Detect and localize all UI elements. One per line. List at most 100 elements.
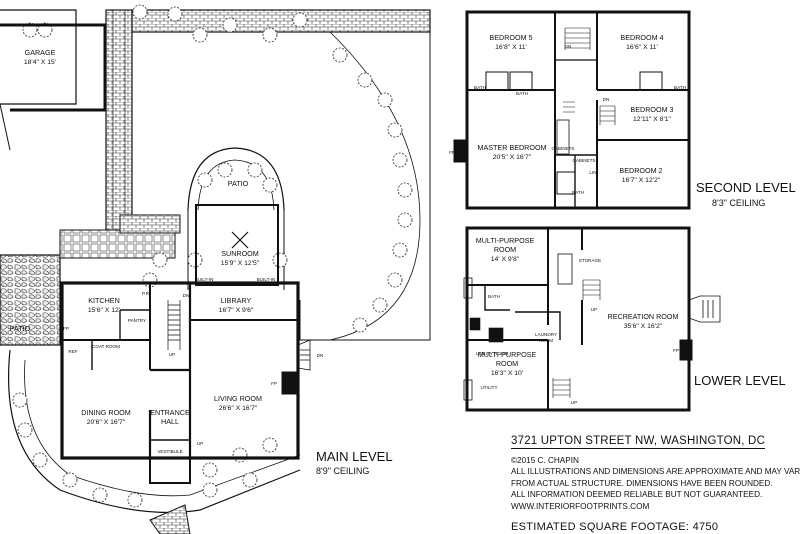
second-level-title: SECOND LEVEL [696,180,796,195]
room-dims: 12'11" X 8'1" [633,116,671,123]
room-name: MASTER BEDROOM [477,143,546,152]
shrub-icon [262,177,278,193]
main-level-ceiling: 8'9" CEILING [316,466,369,476]
room-dims: 18'4" X 15' [24,59,56,66]
shrub-icon [62,472,78,488]
shrub-icon [152,252,168,268]
shrub-icon [262,437,278,453]
shrub-icon [392,152,408,168]
shrub-icon [377,92,393,108]
small-label: ROOM [539,338,553,343]
shrub-icon [372,297,388,313]
shrub-icon [127,492,143,508]
room-name: PATIO [10,324,31,333]
room-name-line2: ROOM [496,359,518,368]
room-name: BEDROOM 4 [620,33,663,42]
small-label: P.R. [142,291,150,296]
room-dims: 20'5" X 16'7" [493,154,532,161]
shrub-icon [272,252,288,268]
small-label: COAT ROOM [92,344,120,349]
shrub-icon [387,272,403,288]
shrub-icon [332,47,348,63]
shrub-icon [397,182,413,198]
room-name: BEDROOM 2 [619,166,662,175]
small-label: UP [571,400,577,405]
shrub-icon [202,482,218,498]
room-dims: 16'7" X 12'2" [622,177,661,184]
room-dims: 20'6" X 16'7" [87,419,126,426]
small-label: UP [591,307,597,312]
small-label: REF [68,349,77,354]
shrub-icon [17,422,33,438]
room-dims: 26'6" X 16'7" [219,405,258,412]
website-text: WWW.INTERIORFOOTPRINTS.COM [511,501,650,511]
room-dims: 16'8" X 11' [495,44,527,51]
room-name: GARAGE [25,48,56,57]
disclaimer-line: FROM ACTUAL STRUCTURE. DIMENSIONS HAVE B… [511,478,773,488]
room-name: BEDROOM 5 [489,33,532,42]
shrub-icon [247,162,263,178]
small-label: BUILT-IN [195,277,214,282]
small-label: CABINETS [552,146,575,151]
room-dims: 15'6" X 12' [88,307,120,314]
main-level-walls [0,23,311,484]
room-name: RECREATION ROOM [608,312,679,321]
small-label: FP [271,381,277,386]
room-name: SUNROOM [221,249,259,258]
small-label: FP [63,326,69,331]
room-dims: HALL [161,417,179,426]
square-footage: ESTIMATED SQUARE FOOTAGE: 4750 [511,521,719,534]
small-label: DN [183,293,190,298]
room-name: MULTI-PURPOSE [478,350,537,359]
room-name: MULTI-PURPOSE [476,236,535,245]
shrub-icon [222,17,238,33]
shrub-icon [92,487,108,503]
small-label: LAUNDRY [535,332,557,337]
disclaimer-line: ALL ILLUSTRATIONS AND DIMENSIONS ARE APP… [511,467,800,477]
room-dims: 16'7" X 9'6" [219,307,254,314]
shrub-icon [242,472,258,488]
small-label: BUILT-IN [257,277,276,282]
room-name: KITCHEN [88,296,120,305]
small-label: DN [317,353,324,358]
main-level-labels: GARAGE 18'4" X 15' PATIO SUNROOM 15'9" X… [10,48,393,476]
shrub-icon [197,172,213,188]
small-label: BATH [674,85,686,90]
small-label: BATH [516,91,528,96]
small-label: UTILITY ROOM [476,351,509,356]
small-label: UP [169,352,175,357]
small-label: VESTIBULE [157,449,182,454]
shrub-icon [12,392,28,408]
small-label: BATH [572,190,584,195]
main-level-site [0,9,431,534]
second-level-walls [453,10,691,210]
small-label: BATH [488,294,500,299]
room-name: PATIO [228,179,249,188]
shrub-icon [292,12,308,28]
shrub-icon [392,242,408,258]
small-label: PANTRY [128,318,146,323]
room-name: BEDROOM 3 [630,105,673,114]
small-label: FP [673,348,679,353]
shrub-icon [387,122,403,138]
shrubbery [12,4,413,508]
shrub-icon [217,162,233,178]
room-dims: 15'9" X 12'5" [221,260,260,267]
copyright-notice: ©2015 C. CHAPIN [511,456,579,465]
small-label: UP [197,441,203,446]
room-dims: 16'6" X 11' [626,44,658,51]
shrub-icon [352,317,368,333]
lower-level-title: LOWER LEVEL [694,373,786,388]
small-label: STORAGE [579,258,601,263]
shrub-icon [192,27,208,43]
second-level-labels: BEDROOM 5 16'8" X 11' BEDROOM 4 16'6" X … [449,33,796,208]
room-name: ENTRANCE [150,408,190,417]
listing-info: 3721 UPTON STREET NW, WASHINGTON, DC ©20… [511,431,800,533]
lower-level-walls [463,226,721,412]
second-level-ceiling: 8'3" CEILING [712,198,765,208]
small-label: FP [449,150,455,155]
room-name: LIVING ROOM [214,394,262,403]
shrub-icon [357,72,373,88]
main-level-title: MAIN LEVEL [316,449,393,464]
